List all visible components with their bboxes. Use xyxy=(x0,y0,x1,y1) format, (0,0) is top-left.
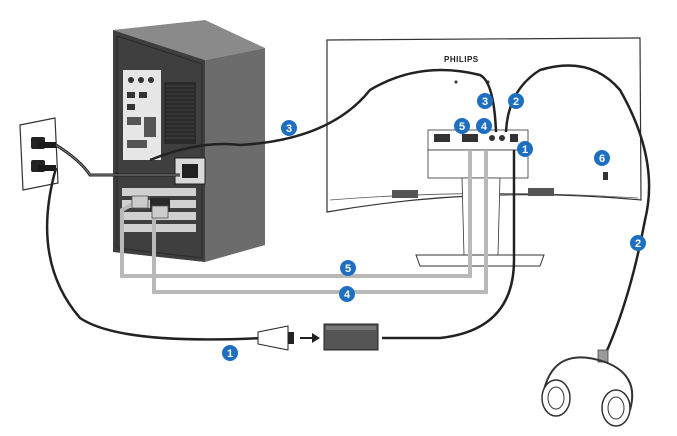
dvi-port xyxy=(434,134,450,142)
audio-cable-line xyxy=(149,68,498,162)
callout-label: 3 xyxy=(482,96,488,108)
callout-power-monitor: 1 xyxy=(517,141,533,157)
callout-label: 6 xyxy=(599,153,605,165)
callout-power-cord: 1 xyxy=(222,345,238,361)
power-adapter xyxy=(323,323,379,351)
wall-outlet xyxy=(19,117,59,191)
callout-label: 4 xyxy=(344,289,351,301)
kensington-slot xyxy=(603,172,608,180)
callout-vga-monitor: 4 xyxy=(476,118,492,134)
callout-label: 2 xyxy=(513,96,519,108)
callout-audio-monitor: 2 xyxy=(508,93,524,109)
callout-label: 1 xyxy=(522,144,528,156)
callout-label: 5 xyxy=(459,121,465,133)
brand-logo: PHILIPS xyxy=(444,55,479,64)
monitor: PHILIPS xyxy=(326,37,642,267)
audio-in-port xyxy=(489,135,495,141)
callout-audio-in-monitor: 3 xyxy=(477,93,493,109)
callout-label: 5 xyxy=(345,263,351,275)
headphone-cable-line xyxy=(504,64,651,356)
pc-tower xyxy=(113,20,265,262)
callout-lock-slot: 6 xyxy=(594,150,610,166)
wall-power-line xyxy=(45,167,263,341)
callout-label: 3 xyxy=(286,123,292,135)
audio-out-port xyxy=(499,135,505,141)
callout-dvi-cable: 5 xyxy=(340,260,356,276)
monitor-power-line xyxy=(382,150,516,340)
dvi-cable-line xyxy=(120,150,472,278)
callout-label: 4 xyxy=(481,121,488,133)
callout-label: 1 xyxy=(227,348,233,360)
callout-dvi-monitor: 5 xyxy=(454,118,470,134)
power-port xyxy=(510,134,518,142)
callout-vga-cable: 4 xyxy=(339,286,355,302)
callout-audio-pc: 3 xyxy=(281,120,297,136)
callout-audio-headphone: 2 xyxy=(630,235,646,251)
headphones-icon xyxy=(541,356,634,427)
power-plug xyxy=(257,325,294,351)
vga-port xyxy=(462,134,478,142)
callout-label: 2 xyxy=(635,238,641,250)
arrow-icon xyxy=(300,333,320,343)
